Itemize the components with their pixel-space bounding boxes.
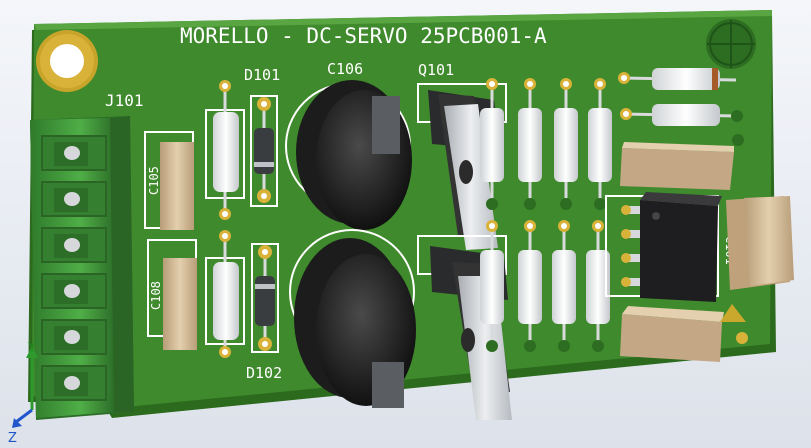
label-d102: D102 [246,364,282,382]
axis-label-y: Y [27,341,36,356]
connector-pins [41,135,107,401]
label-d101: D101 [244,66,280,84]
capacitor-c105[interactable]: C105 [144,131,194,230]
capacitor-top-right[interactable] [620,142,734,190]
connector-j101[interactable] [30,116,134,420]
connector-pin [41,273,107,309]
ic-chip[interactable]: C101 [605,192,737,302]
mounting-hole-top-left [36,30,98,92]
connector-pin [41,319,107,355]
resistor [588,78,612,210]
connector-pin [41,135,107,171]
resistor [552,220,576,352]
label-c105: C105 [147,166,161,195]
label-c108: C108 [149,281,163,310]
diode-d101[interactable] [250,95,278,207]
label-q101: Q101 [418,61,454,79]
axis-label-z: Z [8,431,17,446]
connector-pin [41,181,107,217]
capacitor-c101[interactable] [726,196,794,290]
board-title: MORELLO - DC-SERVO 25PCB001-A [180,24,547,48]
axis-triad: Y Z [8,341,38,446]
resistor-horizontal-1[interactable] [618,68,737,90]
resistor-left-top[interactable] [205,80,245,220]
resistor [480,78,504,210]
resistor-left-bottom[interactable] [205,230,245,358]
resistor-horizontal-2[interactable] [620,104,739,126]
resistor-array-top[interactable] [480,78,612,210]
resistor [518,78,542,210]
capacitor-c106[interactable] [285,80,412,230]
fiducial-mark-icon [706,19,756,69]
ic-pins [621,205,642,287]
resistor [518,220,542,352]
capacitor-c107[interactable] [289,229,416,408]
diode-d102[interactable] [251,243,279,353]
resistor [586,220,610,352]
resistor-array-bottom[interactable] [480,220,610,352]
connector-pin [41,227,107,263]
resistor [554,78,578,210]
capacitor-c108[interactable]: C108 [147,239,197,350]
label-c106: C106 [327,60,363,78]
label-j101: J101 [105,91,144,110]
capacitor-bottom-right[interactable] [620,306,724,362]
resistor [480,220,504,352]
warning-symbol-icon [720,304,748,344]
connector-pin [41,365,107,401]
